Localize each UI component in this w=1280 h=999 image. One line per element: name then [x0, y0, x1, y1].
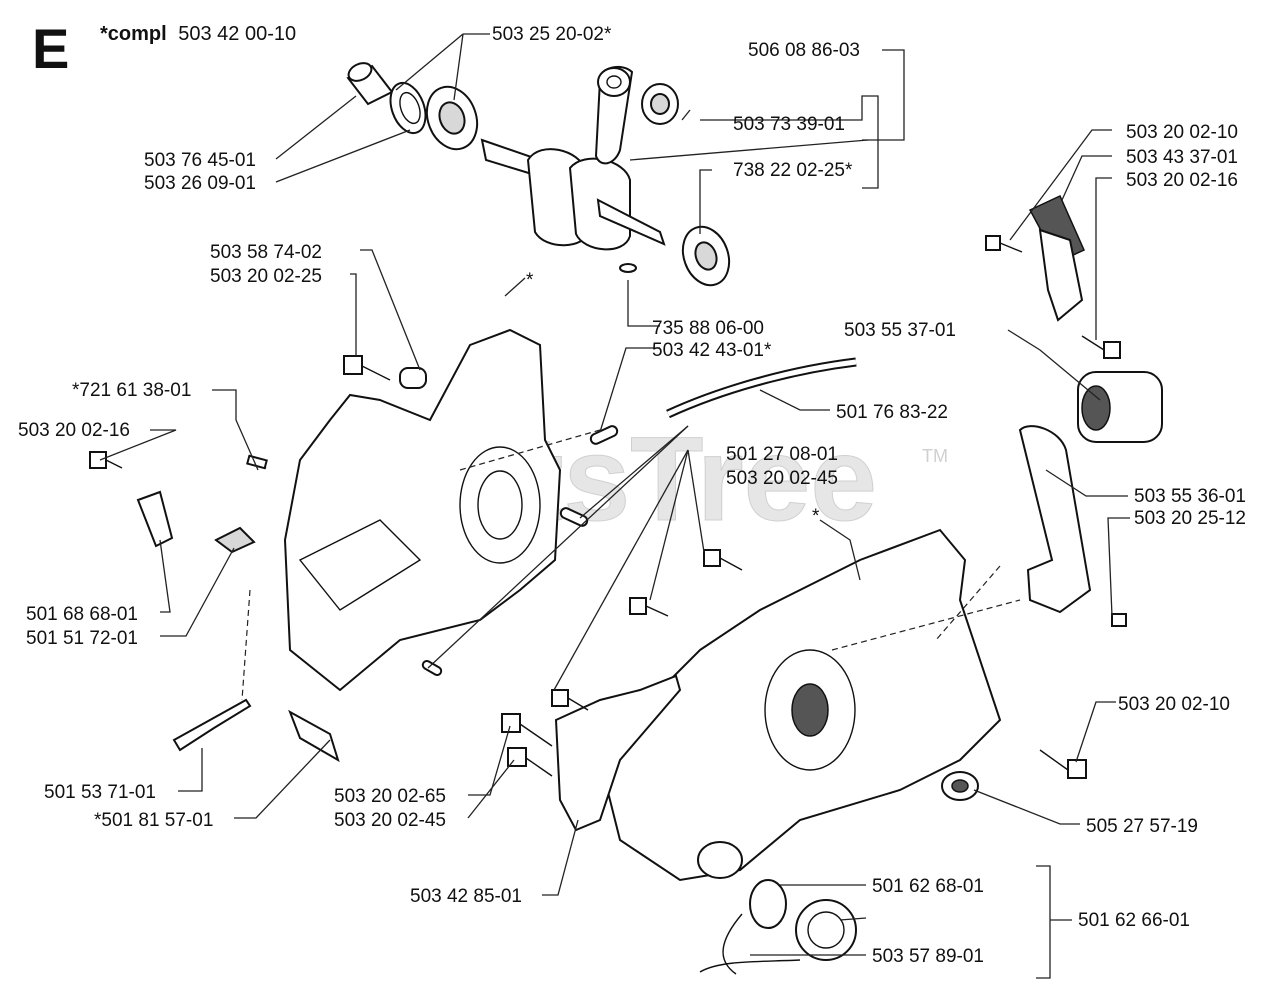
screw-lower-a: [501, 713, 553, 747]
callout-503-76-45-01: 503 76 45-01: [144, 150, 256, 171]
callout-503-42-43-01: 503 42 43-01*: [652, 340, 772, 361]
callout-503-55-37-01: 503 55 37-01: [844, 320, 956, 341]
chain-catcher-plate: [1028, 194, 1085, 322]
callout-star-1: *: [526, 270, 534, 291]
screw-mid-a: [629, 597, 669, 617]
callout-503-25-20-02: 503 25 20-02*: [492, 24, 612, 45]
crankcase-right: [598, 528, 1002, 882]
callout-503-20-02-65: 503 20 02-65: [334, 786, 446, 807]
tank-cap: [795, 899, 857, 961]
screw-mid-b: [703, 549, 743, 571]
tensioner-bolt: [288, 709, 340, 763]
kit-label-prefix: *compl: [100, 23, 167, 45]
callout-503-57-89-01: 503 57 89-01: [872, 946, 984, 967]
dowel-pin-b: [559, 507, 589, 527]
spacer-sleeve: [399, 367, 427, 389]
callout-503-20-02-25: 503 20 02-25: [210, 266, 322, 287]
screw-mid-c: [551, 689, 589, 711]
woodruff-key: [619, 263, 637, 273]
callout-501-51-72-01: 501 51 72-01: [26, 628, 138, 649]
cap-gasket: [749, 879, 787, 929]
callout-501-81-57-01: *501 81 57-01: [94, 810, 213, 831]
kit-label: *compl 503 42 00-10: [100, 23, 296, 45]
callout-501-27-08-01: 501 27 08-01: [726, 444, 838, 465]
guide-plate-left: [136, 490, 174, 548]
crankshaft: [480, 65, 666, 251]
callout-503-42-85-01: 503 42 85-01: [410, 886, 522, 907]
callout-503-20-02-16-left: 503 20 02-16: [18, 420, 130, 441]
main-bearing-right: [681, 225, 731, 287]
callout-503-55-36-01: 503 55 36-01: [1134, 486, 1246, 507]
callout-738-22-02-25: 738 22 02-25*: [733, 160, 853, 181]
screw-top-right-a: [985, 235, 1023, 253]
callout-501-62-68-01: 501 62 68-01: [872, 876, 984, 897]
kit-label-number: 503 42 00-10: [178, 23, 296, 45]
watermark-tm: TM: [922, 446, 948, 466]
callout-501-68-68-01: 501 68 68-01: [26, 604, 138, 625]
screw-crankcase-top: [343, 355, 391, 381]
adjuster-screw: [172, 698, 252, 752]
needle-bearing-rod: [641, 83, 679, 125]
callout-501-62-66-01: 501 62 66-01: [1078, 910, 1190, 931]
callout-501-53-71-01: 501 53 71-01: [44, 782, 156, 803]
seal-ring: [389, 81, 427, 135]
callout-503-20-02-10-right: 503 20 02-10: [1118, 694, 1230, 715]
callout-735-88-06-00: 735 88 06-00: [652, 318, 764, 339]
needle-bearing-sleeve: [346, 62, 394, 106]
crankcase-left: [283, 328, 562, 692]
callout-503-26-09-01: 503 26 09-01: [144, 173, 256, 194]
callout-721-61-38-01: *721 61 38-01: [72, 380, 191, 401]
callout-503-20-02-45-low: 503 20 02-45: [334, 810, 446, 831]
callout-503-20-02-16-top: 503 20 02-16: [1126, 170, 1238, 191]
av-element: [1077, 371, 1163, 443]
callout-503-20-25-12: 503 20 25-12: [1134, 508, 1246, 529]
callout-503-58-74-02: 503 58 74-02: [210, 242, 322, 263]
seal-ring-right: [941, 771, 979, 801]
callout-503-20-02-10-top: 503 20 02-10: [1126, 122, 1238, 143]
impulse-hose: [666, 357, 857, 419]
callout-506-08-86-03: 506 08 86-03: [748, 40, 860, 61]
leader-lines: [99, 33, 1130, 979]
av-bracket: [1018, 425, 1092, 614]
screw-top-right-b: [1081, 335, 1121, 359]
callout-503-43-37-01: 503 43 37-01: [1126, 147, 1238, 168]
callout-505-27-57-19: 505 27 57-19: [1086, 816, 1198, 837]
damper-block: [214, 526, 256, 554]
callout-501-76-83-22: 501 76 83-22: [836, 402, 948, 423]
callout-503-73-39-01: 503 73 39-01: [733, 114, 845, 135]
cap-strap: [699, 913, 801, 975]
gasket: [554, 674, 682, 832]
screw-av: [1111, 613, 1127, 627]
section-letter: E: [32, 17, 69, 80]
callout-503-20-02-45-mid: 503 20 02-45: [726, 468, 838, 489]
screw-left-a: [89, 451, 123, 469]
callout-star-2: *: [812, 506, 820, 527]
dowel-pin-c: [421, 660, 443, 676]
screw-lower-b: [507, 747, 553, 777]
screw-right-lower: [1039, 749, 1087, 779]
callout-labels: 503 25 20-02* 506 08 86-03 503 73 39-01 …: [18, 24, 1246, 967]
dowel-pin-a: [589, 425, 619, 445]
main-bearing-left: [425, 85, 479, 151]
